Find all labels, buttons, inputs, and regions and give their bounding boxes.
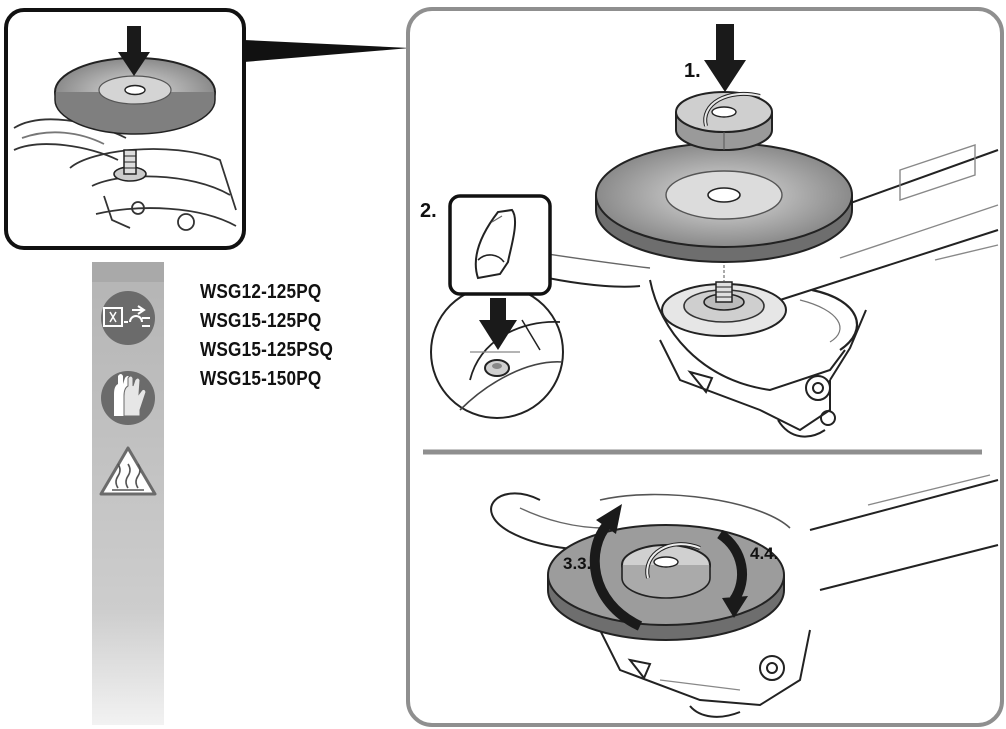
- finger-press-box: [448, 194, 552, 296]
- spindle-flange-top: [661, 210, 787, 337]
- grinding-disc-top: [595, 142, 853, 263]
- inset-grinder-sketch: [13, 118, 237, 231]
- model-name: WSG15-125PQ: [200, 310, 322, 332]
- step-label-4: 4.4.: [750, 544, 779, 563]
- rotate-arrow-left: [589, 504, 643, 631]
- quick-nut-top: [675, 91, 773, 151]
- step-label-3: 3.3.: [563, 554, 592, 573]
- hot-surface-warning-icon: [99, 446, 157, 496]
- press-arrow-step1: [704, 24, 746, 92]
- press-arrow-step2: [479, 298, 517, 350]
- inset-press-arrow: [118, 26, 150, 76]
- rotate-arrow-right: [716, 529, 748, 618]
- model-name: WSG12-125PQ: [200, 281, 322, 303]
- step-label-1: 1.: [684, 60, 701, 82]
- gloves-icon: [101, 371, 155, 425]
- model-list: WSG12-125PQ WSG15-125PQ WSG15-125PSQ WSG…: [200, 278, 355, 394]
- inset-disc: [54, 57, 216, 135]
- step-label-2: 2.: [420, 200, 437, 222]
- inset-detail-box: [4, 8, 410, 250]
- unplug-icon: [101, 291, 155, 345]
- model-name: WSG15-125PSQ: [200, 339, 334, 361]
- model-name: WSG15-150PQ: [200, 368, 322, 390]
- inset-spindle: [113, 149, 147, 182]
